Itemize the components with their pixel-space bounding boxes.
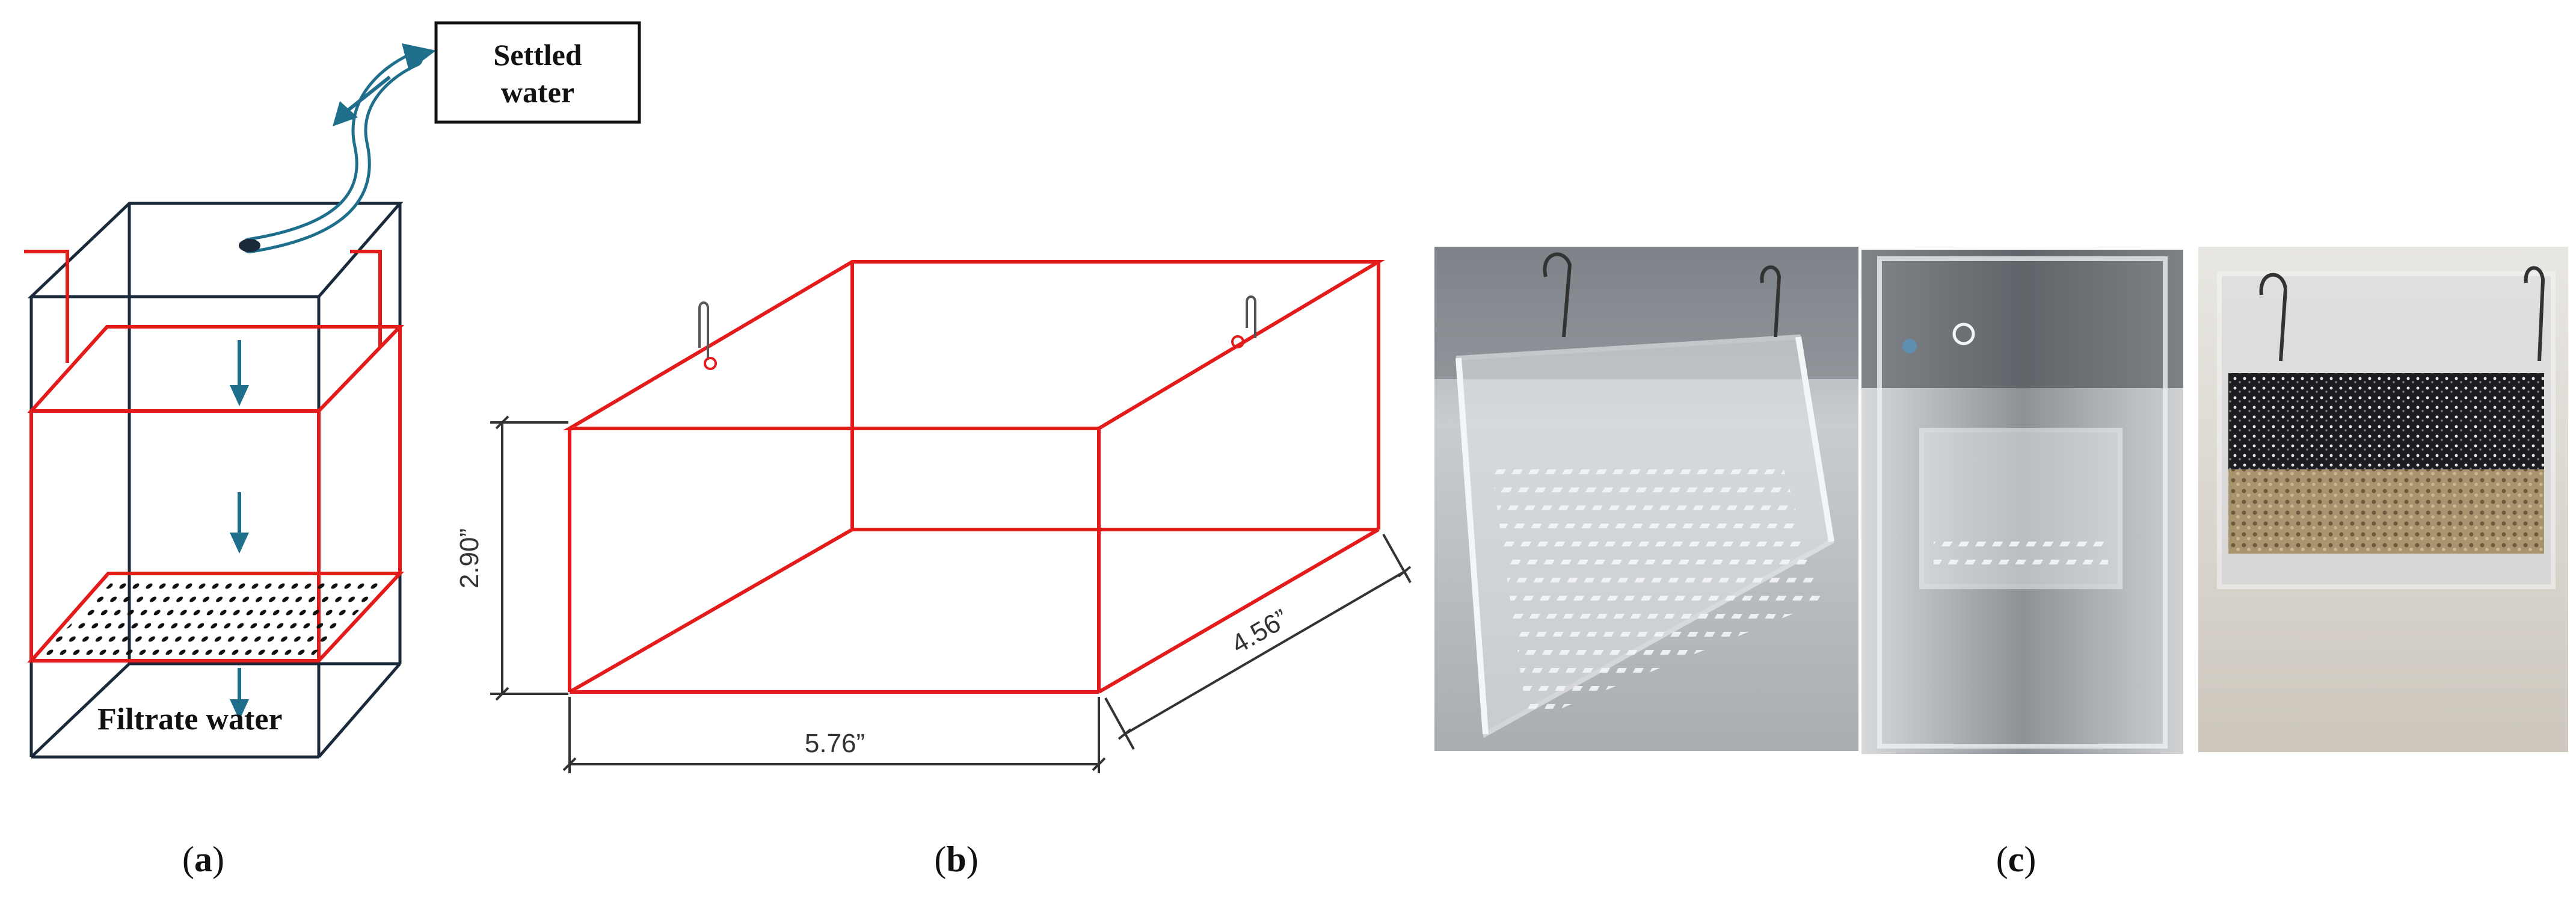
photo-basket-with-media <box>2198 247 2568 752</box>
caption-b: (b) <box>934 839 978 879</box>
filter-box-wireframe <box>563 260 1385 694</box>
dimension-lines <box>490 415 1412 773</box>
arrow-down-icon <box>230 340 249 720</box>
width-dimension-label: 5.76” <box>805 729 865 758</box>
panel-a: Settled water Filtrate water (a) <box>24 21 641 879</box>
settled-water-box <box>434 21 641 124</box>
settled-water-label-line1: Settled <box>493 38 582 72</box>
photo-empty-basket <box>1434 247 1858 751</box>
height-dimension-label: 2.90” <box>455 528 484 589</box>
filter-basket <box>24 250 405 663</box>
perforated-plate <box>41 579 391 655</box>
caption-c: (c) <box>1996 839 2037 879</box>
caption-a: (a) <box>182 839 224 879</box>
photo-basket-in-tank <box>1861 250 2183 754</box>
outer-tank <box>27 202 404 759</box>
hook-icon <box>698 295 1256 370</box>
panel-b: 2.90” 5.76” 4.56” (b) <box>455 260 1412 879</box>
panel-c: (c) <box>1434 247 2568 879</box>
tube-icon <box>239 43 436 253</box>
settled-water-label-line2: water <box>501 75 574 109</box>
filtrate-water-label: Filtrate water <box>97 702 282 737</box>
